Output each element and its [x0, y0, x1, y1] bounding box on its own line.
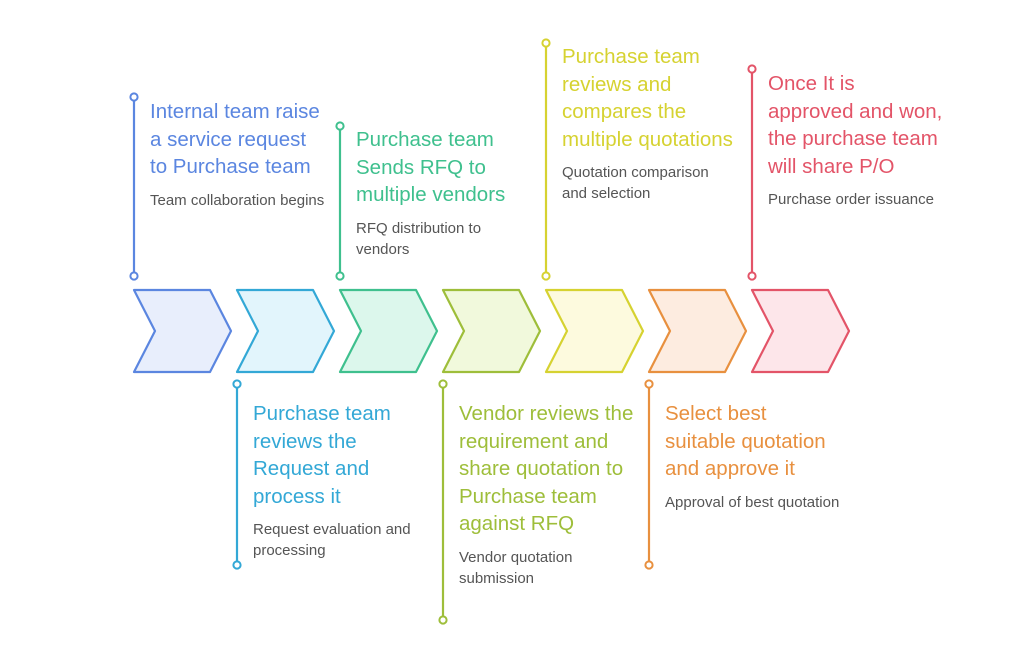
step-description: Team collaboration begins — [150, 191, 325, 209]
connector-dot-icon — [438, 379, 448, 389]
connector-dot-icon — [232, 379, 242, 389]
step-5-text: Purchase team reviews and compares the m… — [562, 43, 737, 204]
connector-dot-icon — [747, 64, 757, 74]
chevron-step-2 — [235, 288, 336, 374]
step-title: Purchase team reviews and compares the m… — [562, 45, 733, 151]
connector-dot-icon — [129, 92, 139, 102]
step-7-text: Once It is approved and won, the purchas… — [768, 70, 943, 210]
chevron-step-7 — [750, 288, 851, 374]
chevron-step-4 — [441, 288, 542, 374]
step-description: Vendor quotation submission — [459, 548, 573, 587]
connector-dot-icon — [541, 271, 551, 281]
step-title: Purchase team reviews the Request and pr… — [253, 402, 391, 508]
step-3-text: Purchase team Sends RFQ to multiple vend… — [356, 126, 531, 260]
connector-dot-icon — [335, 271, 345, 281]
connector-dot-icon — [438, 615, 448, 625]
step-description: Request evaluation and processing — [253, 521, 411, 559]
connector-dot-icon — [541, 38, 551, 48]
chevron-step-5 — [544, 288, 645, 374]
step-6-text: Select best suitable quotation and appro… — [665, 400, 840, 513]
chevron-step-3 — [338, 288, 439, 374]
step-description: RFQ distribution to vendors — [356, 219, 482, 258]
connector-dot-icon — [129, 271, 139, 281]
step-2-text: Purchase team reviews the Request and pr… — [253, 400, 428, 561]
step-title: Once It is approved and won, the purchas… — [768, 72, 943, 178]
chevron-step-1 — [132, 288, 233, 374]
step-4-text: Vendor reviews the requirement and share… — [459, 400, 634, 589]
connector-dot-icon — [644, 379, 654, 389]
connector-dot-icon — [232, 560, 242, 570]
step-title: Internal team raise a service request to… — [150, 100, 320, 178]
connector-dot-icon — [747, 271, 757, 281]
connector-dot-icon — [335, 121, 345, 131]
step-description: Purchase order issuance — [768, 191, 934, 208]
chevron-step-6 — [647, 288, 748, 374]
step-title: Select best suitable quotation and appro… — [665, 402, 826, 480]
step-1-text: Internal team raise a service request to… — [150, 98, 325, 211]
connector-dot-icon — [644, 560, 654, 570]
step-title: Vendor reviews the requirement and share… — [459, 402, 634, 535]
step-description: Quotation comparison and selection — [562, 164, 709, 202]
step-description: Approval of best quotation — [665, 493, 840, 511]
step-title: Purchase team Sends RFQ to multiple vend… — [356, 128, 506, 206]
